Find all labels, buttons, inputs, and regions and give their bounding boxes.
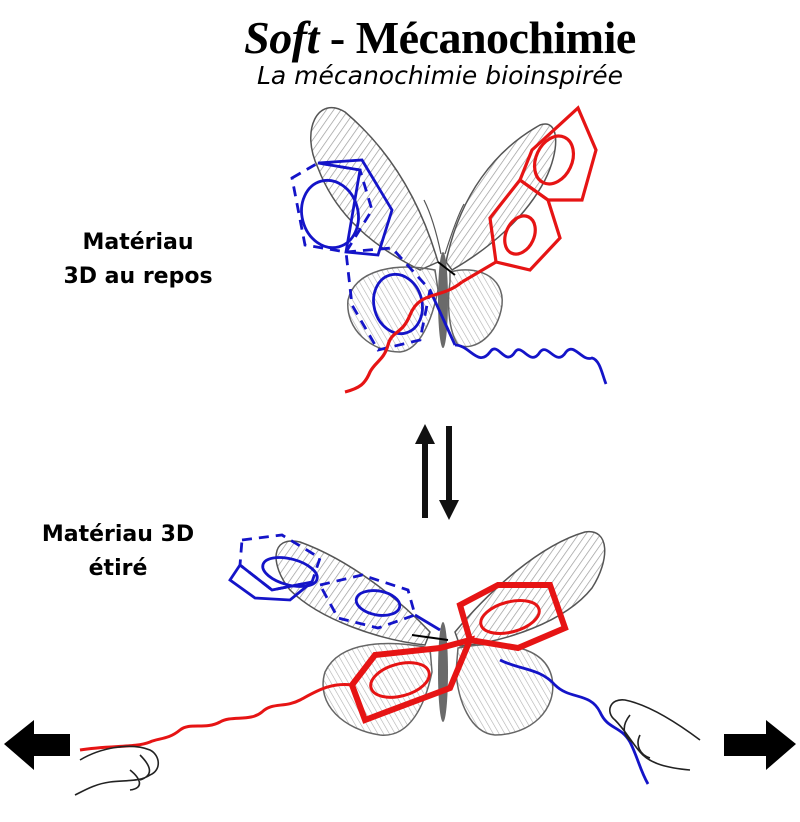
title-soft: Soft: [244, 12, 319, 63]
label-rest-line2: 3D au repos: [63, 264, 213, 289]
page-title: Soft - Mécanochimie: [210, 14, 670, 62]
label-rest-line1: Matériau: [82, 230, 194, 255]
blue-chain-stretch: [499, 658, 650, 785]
blue-bond-stretch-1: [414, 613, 441, 632]
red-hexagon-stretch-2: [348, 635, 476, 724]
label-stretched-state: Matériau 3D étiré: [18, 518, 218, 586]
blue-ring-stretch-2: [354, 589, 402, 617]
label-rest-state: Matériau 3D au repos: [38, 226, 238, 294]
blue-hexagon-rest-2: [317, 158, 394, 257]
blue-bond-rest-1: [428, 289, 457, 346]
hand-icon: [74, 699, 701, 796]
blue-ring-rest-2: [372, 272, 424, 336]
arrow-right-icon: [724, 720, 796, 770]
red-ring-rest-1: [532, 134, 576, 186]
red-ring-stretch-1: [479, 599, 541, 635]
butterfly-stretch-body: [438, 622, 448, 722]
blue-chain-rest: [454, 343, 608, 385]
red-ring-system-rest: [344, 105, 598, 394]
red-ring-system-stretched: [79, 582, 569, 752]
page-subtitle: La mécanochimie bioinspirée: [256, 61, 624, 90]
blue-ring-rest-1: [300, 178, 360, 250]
arrow-left-icon: [4, 720, 70, 770]
right-hand-icon: [609, 699, 701, 771]
blue-hexagon-rest-3: [344, 246, 432, 352]
blue-hexagon-stretch-3: [317, 573, 417, 630]
equilibrium-arrows-icon: [415, 424, 459, 520]
blue-ring-stretch-1: [261, 556, 319, 588]
label-stretched-line1: Matériau 3D: [41, 522, 195, 547]
title-mecanochimie: Mécanochimie: [355, 12, 637, 63]
red-ring-rest-2: [503, 214, 537, 256]
butterfly-rest-antenna: [423, 199, 465, 255]
butterfly-stretch-right-forewing: [454, 531, 606, 647]
butterfly-rest-left-forewing: [310, 106, 439, 271]
red-ring-stretch-2: [369, 661, 431, 699]
red-hexagon-rest-2: [488, 177, 562, 272]
butterfly-stretch-right-hindwing: [455, 643, 554, 736]
butterfly-stretch-left-hindwing: [322, 642, 433, 736]
blue-ring-system-stretched: [228, 533, 650, 785]
red-chain-stretch: [79, 682, 353, 752]
blue-ring-system-rest: [290, 158, 608, 385]
butterfly-rest-left-hindwing: [347, 266, 439, 353]
butterfly-rest-right-hindwing: [447, 269, 503, 348]
title-block: Soft - Mécanochimie La mécanochimie bioi…: [210, 14, 670, 90]
title-separator: -: [318, 12, 356, 63]
left-hand-icon: [74, 745, 160, 796]
black-bond-rest: [437, 261, 456, 276]
butterfly-resting-icon: [310, 106, 557, 353]
butterfly-rest-right-forewing: [445, 123, 557, 271]
blue-hexagon-rest-1: [290, 161, 374, 254]
label-stretched-line2: étiré: [88, 556, 148, 581]
blue-hexagon-stretch-2: [228, 562, 313, 602]
black-bond-stretch: [411, 634, 449, 641]
red-bond-rest-1: [461, 260, 497, 284]
red-chain-rest: [344, 280, 464, 394]
